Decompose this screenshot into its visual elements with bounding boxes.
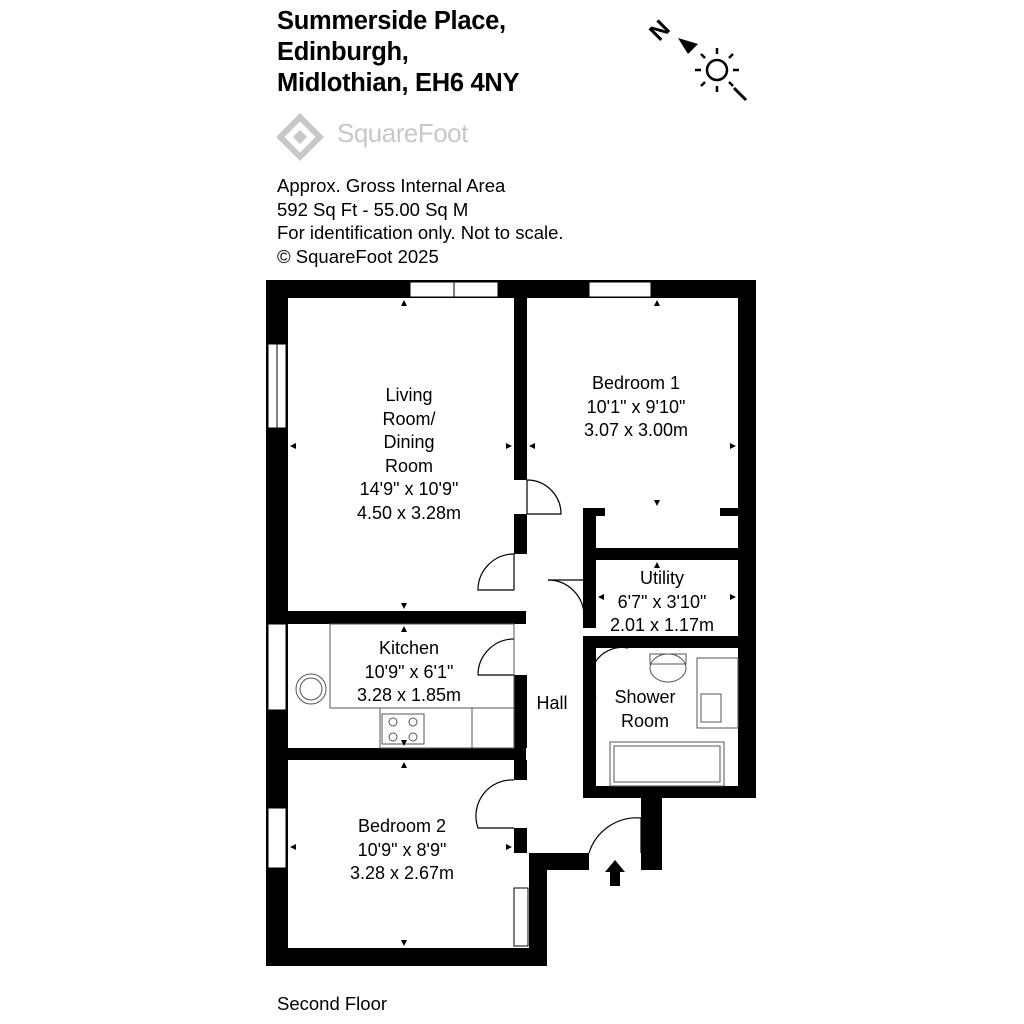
living-metric: 4.50 x 3.28m — [356, 502, 462, 523]
dimension-markers — [290, 300, 736, 946]
utility-name: Utility — [640, 568, 684, 588]
address-line-1: Summerside Place, — [277, 7, 506, 35]
living-name-1: Living — [385, 385, 433, 405]
bedroom1-name: Bedroom 1 — [591, 373, 681, 393]
utility-metric: 2.01 x 1.17m — [609, 615, 715, 635]
address-block: Summerside Place, Edinburgh, Midlothian,… — [277, 6, 520, 99]
kitchen-metric: 3.28 x 1.85m — [356, 685, 462, 705]
hall-name: Hall — [536, 693, 568, 713]
area-line-2: 592 Sq Ft - 55.00 Sq M — [277, 198, 469, 220]
room-label-living: Living Room/ Dining Room 14'9" x 10'9" 4… — [349, 384, 469, 525]
address-line-2: Edinburgh, — [277, 38, 409, 66]
squarefoot-logo-icon — [277, 113, 325, 162]
windows — [267, 281, 652, 947]
shower-fittings — [609, 653, 739, 787]
room-label-bedroom1: Bedroom 1 10'1" x 9'10" 3.07 x 3.00m — [566, 372, 706, 443]
area-info: Approx. Gross Internal Area 592 Sq Ft - … — [277, 174, 564, 268]
shower-name-1: Shower — [614, 687, 676, 707]
bedroom2-imperial: 10'9" x 8'9" — [357, 839, 447, 860]
living-imperial: 14'9" x 10'9" — [359, 479, 459, 499]
address-line-3: Midlothian, EH6 4NY — [277, 69, 520, 97]
bedroom2-metric: 3.28 x 2.67m — [349, 863, 455, 883]
room-label-bedroom2: Bedroom 2 10'9" x 8'9" 3.28 x 2.67m — [337, 815, 467, 886]
kitchen-imperial: 10'9" x 6'1" — [364, 661, 454, 682]
room-label-shower: Shower Room — [600, 686, 690, 733]
area-line-4: © SquareFoot 2025 — [277, 245, 439, 267]
room-label-utility: Utility 6'7" x 3'10" 2.01 x 1.17m — [597, 567, 727, 638]
bedroom2-name: Bedroom 2 — [357, 816, 447, 836]
room-label-hall: Hall — [529, 692, 575, 716]
living-name-4: Room — [384, 455, 433, 476]
bedroom1-metric: 3.07 x 3.00m — [583, 420, 689, 440]
shower-name-2: Room — [620, 710, 669, 731]
brand-name: SquareFoot — [337, 118, 468, 148]
room-label-kitchen: Kitchen 10'9" x 6'1" 3.28 x 1.85m — [344, 637, 474, 708]
utility-imperial: 6'7" x 3'10" — [617, 591, 707, 612]
compass-icon: N — [644, 15, 748, 102]
kitchen-name: Kitchen — [378, 638, 440, 658]
north-arrow-icon — [678, 38, 698, 54]
floor-label: Second Floor — [277, 993, 388, 1014]
living-name-3: Dining — [383, 432, 435, 452]
bedroom1-imperial: 10'1" x 9'10" — [586, 396, 686, 417]
living-name-2: Room/ — [382, 408, 436, 429]
entrance-arrow-icon — [605, 860, 625, 886]
area-line-3: For identification only. Not to scale. — [277, 222, 564, 243]
area-line-1: Approx. Gross Internal Area — [277, 175, 506, 196]
sun-icon — [695, 48, 748, 102]
doors — [475, 479, 642, 854]
